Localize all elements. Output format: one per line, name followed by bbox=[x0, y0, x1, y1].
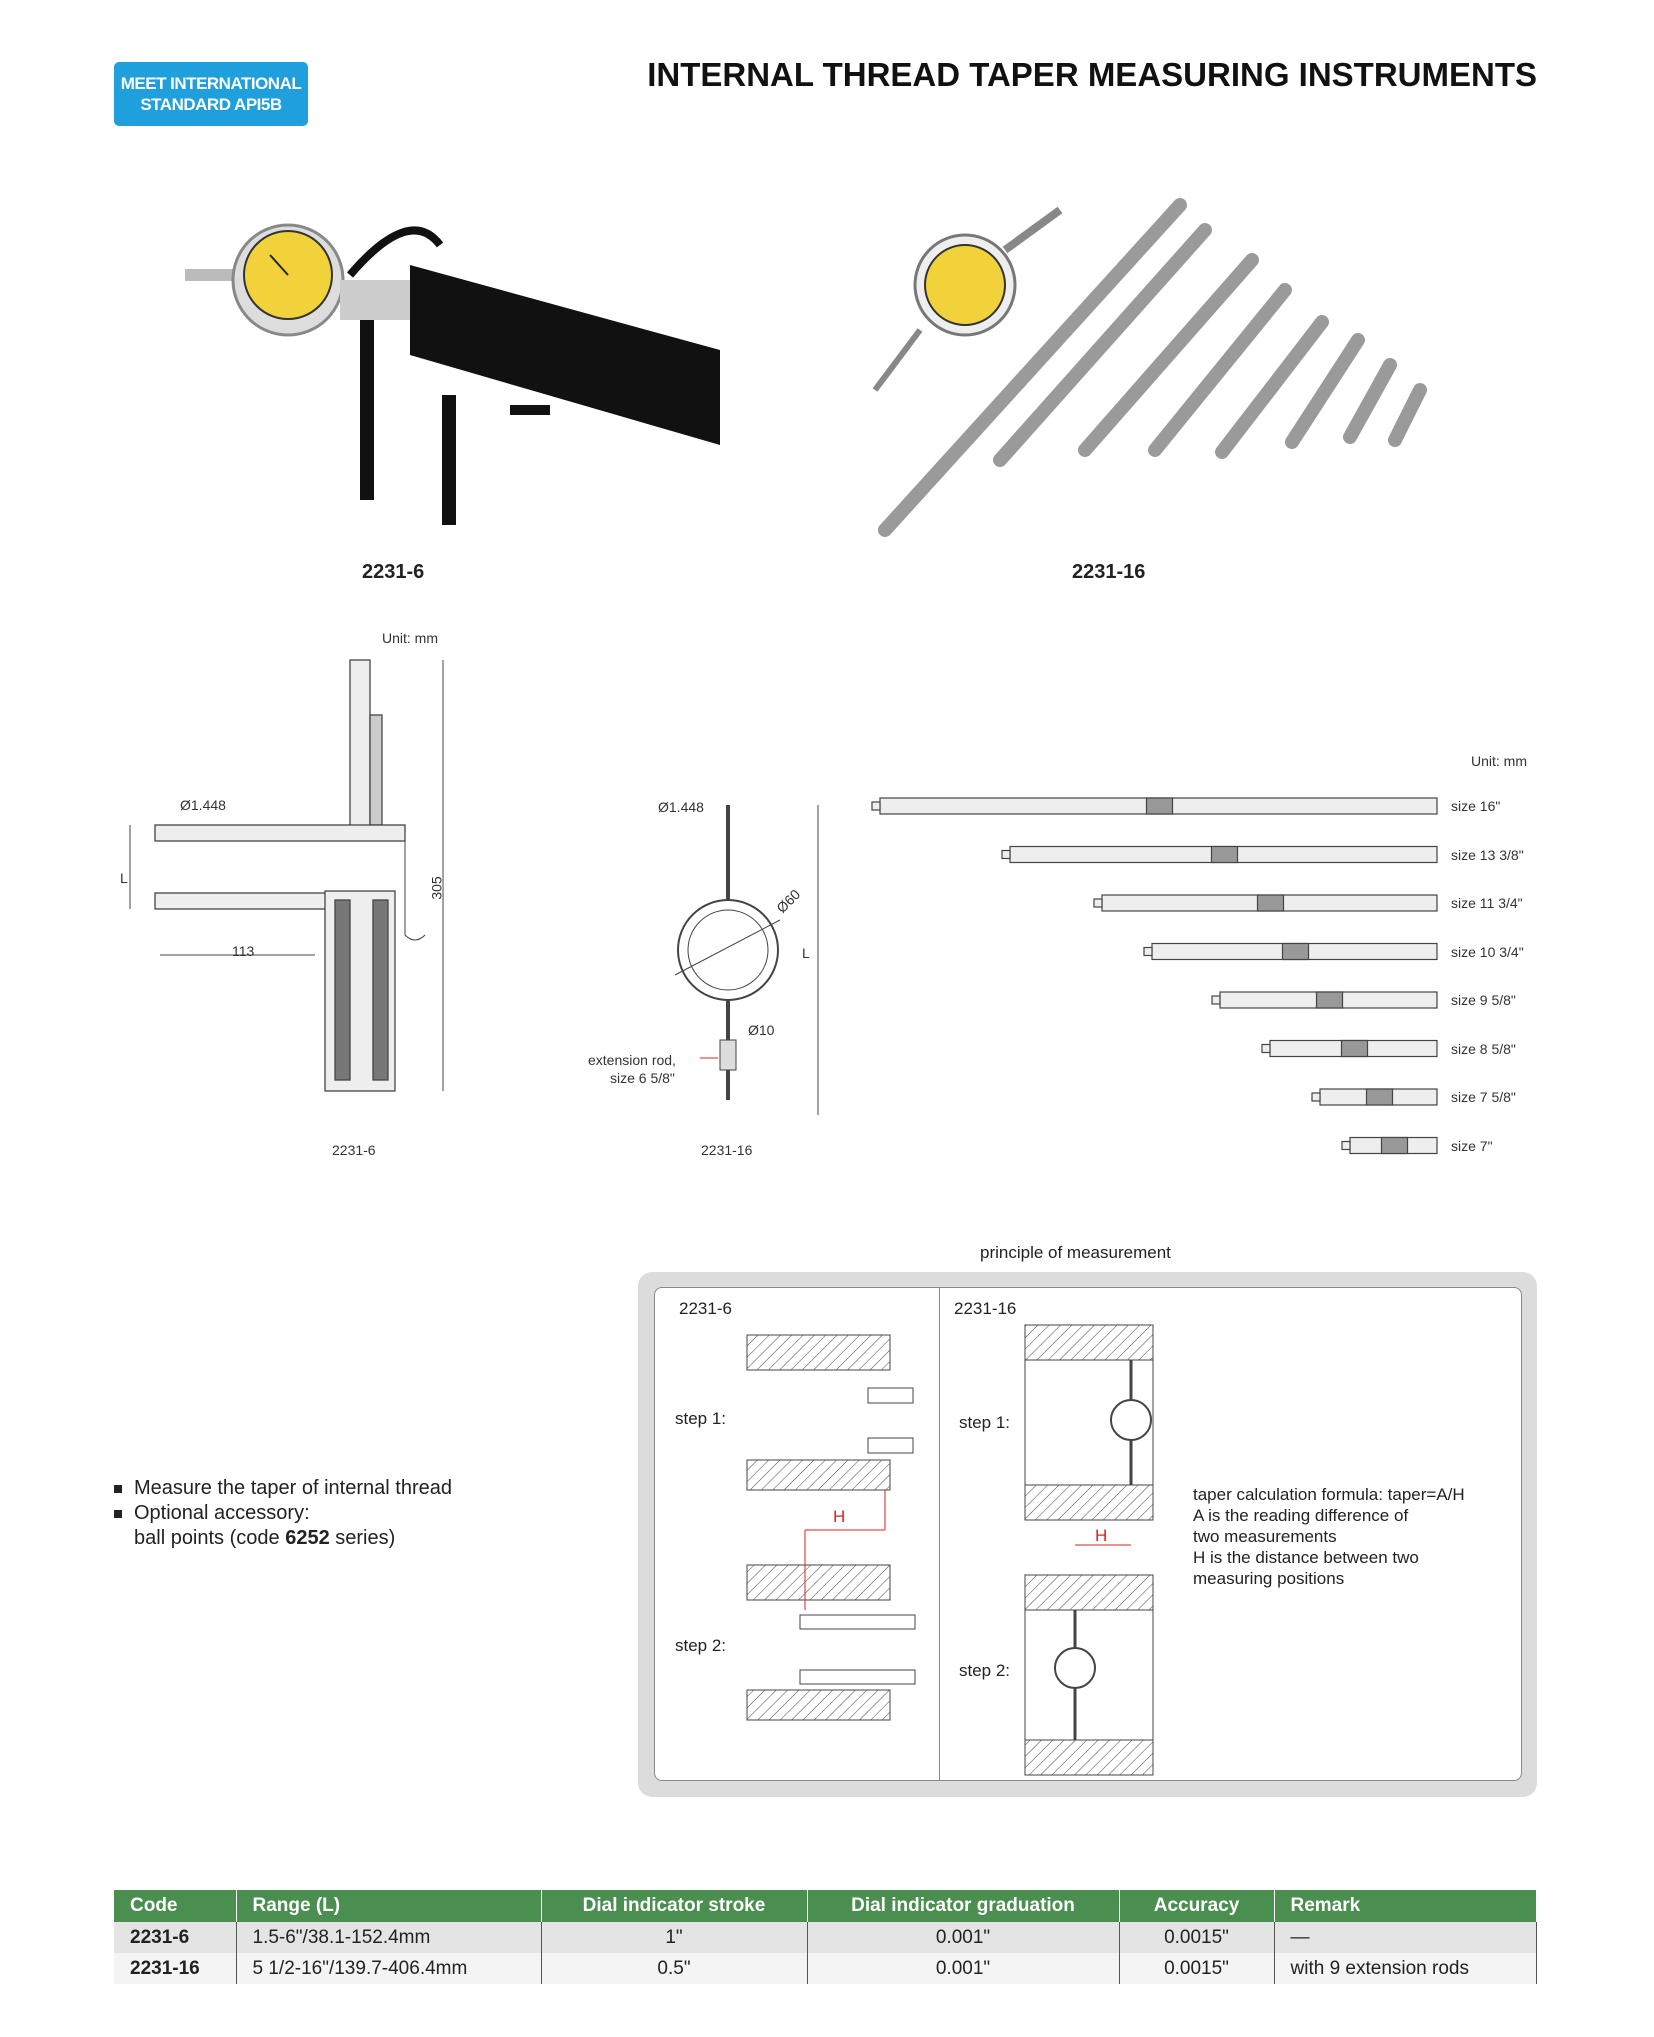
dim-113: 113 bbox=[232, 943, 255, 959]
drawing-label-2231-6: 2231-6 bbox=[332, 1142, 376, 1158]
accessory-code: 6252 bbox=[285, 1527, 330, 1549]
divider bbox=[939, 1288, 940, 1780]
col-range: Range (L) bbox=[236, 1890, 542, 1922]
step2-left: step 2: bbox=[675, 1636, 727, 1655]
product-label-2231-16: 2231-16 bbox=[1072, 561, 1146, 583]
formula-line: measuring positions bbox=[1193, 1569, 1345, 1588]
rod-size-label: size 8 5/8" bbox=[1451, 1040, 1516, 1057]
product-photo-2231-16 bbox=[872, 198, 1427, 537]
rod-size-label: size 7" bbox=[1451, 1137, 1493, 1154]
feature-item: Optional accessory: bbox=[114, 1501, 452, 1526]
feature-text: ball points (code bbox=[134, 1527, 286, 1549]
badge-line2: STANDARD API5B bbox=[140, 95, 282, 114]
col-graduation: Dial indicator graduation bbox=[807, 1890, 1120, 1922]
cell-graduation: 0.001" bbox=[807, 1953, 1120, 1984]
drawing-label-2231-16: 2231-16 bbox=[701, 1142, 753, 1158]
table-header: Code Range (L) Dial indicator stroke Dia… bbox=[114, 1890, 1537, 1922]
dim-305: 305 bbox=[428, 876, 445, 900]
table-row: 2231-16 5 1/2-16"/139.7-406.4mm 0.5" 0.0… bbox=[114, 1953, 1537, 1984]
spec-table: Code Range (L) Dial indicator stroke Dia… bbox=[114, 1890, 1537, 1984]
feature-item: Measure the taper of internal thread bbox=[114, 1476, 452, 1501]
cell-code: 2231-6 bbox=[114, 1922, 237, 1953]
principle-diagram-2231-16 bbox=[1024, 1324, 1154, 1776]
unit-label-rods: Unit: mm bbox=[1471, 753, 1527, 769]
rod-size-label: size 10 3/4" bbox=[1451, 943, 1524, 960]
formula-line: two measurements bbox=[1193, 1527, 1337, 1546]
rod-size-label: size 13 3/8" bbox=[1451, 846, 1524, 863]
step1-right: step 1: bbox=[959, 1413, 1011, 1432]
cell-remark: with 9 extension rods bbox=[1274, 1953, 1537, 1984]
extension-rods-drawing bbox=[871, 797, 1438, 1155]
cell-stroke: 1" bbox=[541, 1922, 808, 1953]
feature-text: Measure the taper of internal thread bbox=[134, 1477, 452, 1499]
extension-rod-size: size 6 5/8" bbox=[610, 1070, 675, 1086]
cell-accuracy: 0.0015" bbox=[1119, 1922, 1275, 1953]
H-label-right: H bbox=[1095, 1526, 1108, 1545]
formula-line: A is the reading difference of bbox=[1193, 1506, 1409, 1525]
col-remark: Remark bbox=[1274, 1890, 1537, 1922]
cell-code: 2231-16 bbox=[114, 1953, 237, 1984]
feature-text: Optional accessory: bbox=[134, 1502, 310, 1524]
dim-stem: Ø10 bbox=[748, 1022, 775, 1038]
principle-diagram-2231-6 bbox=[746, 1334, 916, 1721]
principle-code-left: 2231-6 bbox=[679, 1299, 732, 1318]
dim-L-left: L bbox=[120, 870, 128, 886]
drawing-2231-6 bbox=[129, 659, 444, 1092]
H-label-left: H bbox=[833, 1507, 846, 1526]
dim-dia-left: Ø1.448 bbox=[180, 797, 226, 813]
feature-list: Measure the taper of internal thread Opt… bbox=[114, 1476, 452, 1551]
rod-size-label: size 16" bbox=[1451, 798, 1501, 814]
rod-size-label: size 11 3/4" bbox=[1451, 895, 1523, 911]
drawing-2231-16 bbox=[674, 805, 819, 1115]
cell-stroke: 0.5" bbox=[541, 1953, 808, 1984]
col-stroke: Dial indicator stroke bbox=[541, 1890, 808, 1922]
cell-remark: — bbox=[1274, 1922, 1537, 1953]
extension-rod-label: extension rod, bbox=[588, 1052, 676, 1068]
taper-formula: taper calculation formula: taper=A/H A i… bbox=[1193, 1484, 1465, 1589]
dim-dia-middle: Ø1.448 bbox=[658, 799, 704, 815]
cell-accuracy: 0.0015" bbox=[1119, 1953, 1275, 1984]
cell-range: 5 1/2-16"/139.7-406.4mm bbox=[236, 1953, 542, 1984]
badge-line1: MEET INTERNATIONAL bbox=[120, 74, 302, 93]
col-accuracy: Accuracy bbox=[1119, 1890, 1275, 1922]
feature-text: series) bbox=[329, 1527, 396, 1549]
principle-code-right: 2231-16 bbox=[954, 1299, 1017, 1318]
page-title: INTERNAL THREAD TAPER MEASURING INSTRUME… bbox=[647, 56, 1537, 93]
cell-graduation: 0.001" bbox=[807, 1922, 1120, 1953]
product-photo-2231-6 bbox=[185, 223, 720, 525]
cell-range: 1.5-6"/38.1-152.4mm bbox=[236, 1922, 542, 1953]
col-code: Code bbox=[114, 1890, 237, 1922]
rod-size-label: size 7 5/8" bbox=[1451, 1089, 1516, 1105]
feature-item: ball points (code 6252 series) bbox=[114, 1526, 452, 1551]
rod-size-label: size 9 5/8" bbox=[1451, 992, 1516, 1008]
formula-line: H is the distance between two bbox=[1193, 1548, 1419, 1567]
dim-L-middle: L bbox=[802, 945, 810, 961]
formula-line: taper calculation formula: taper=A/H bbox=[1193, 1485, 1465, 1504]
step1-left: step 1: bbox=[675, 1409, 727, 1428]
standard-badge: MEET INTERNATIONAL STANDARD API5B bbox=[114, 62, 308, 126]
principle-title: principle of measurement bbox=[980, 1243, 1171, 1262]
step2-right: step 2: bbox=[959, 1661, 1011, 1680]
unit-label-left: Unit: mm bbox=[382, 630, 438, 646]
table-row: 2231-6 1.5-6"/38.1-152.4mm 1" 0.001" 0.0… bbox=[114, 1922, 1537, 1953]
product-label-2231-6: 2231-6 bbox=[362, 561, 425, 583]
